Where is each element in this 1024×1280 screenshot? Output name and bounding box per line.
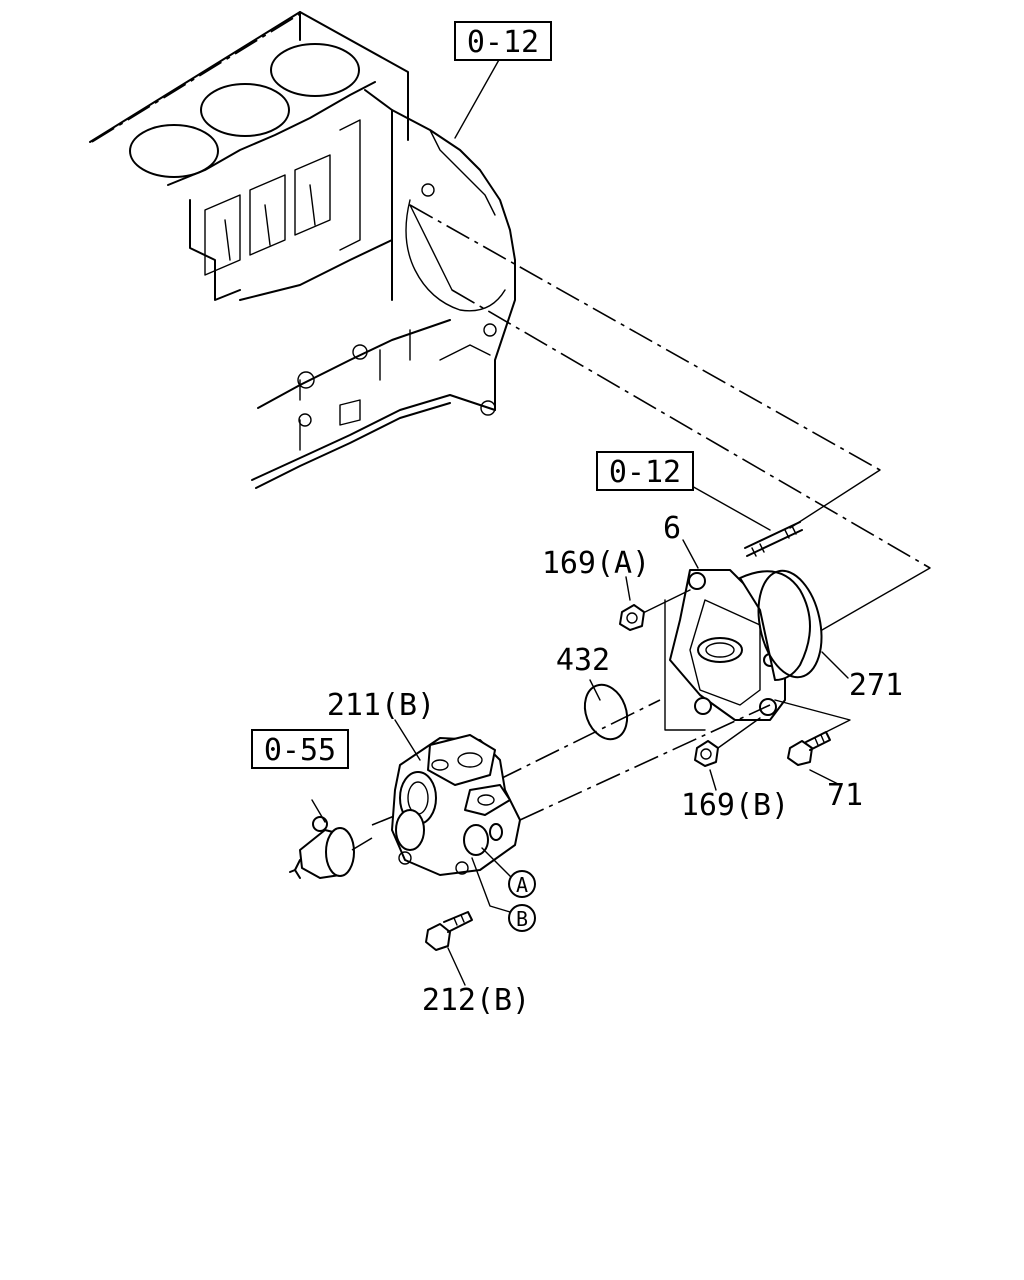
thermostat-drawing	[289, 799, 373, 879]
thermostat-housing-drawing	[391, 734, 521, 876]
marker-b: B	[508, 904, 536, 932]
reference-box-top: 0-12	[454, 21, 552, 61]
callout-271: 271	[849, 668, 903, 703]
callout-212b: 212(B)	[422, 983, 530, 1018]
callout-211b: 211(B)	[327, 688, 435, 723]
callout-6: 6	[663, 511, 681, 546]
marker-a-label: A	[516, 873, 528, 897]
nut-drawing	[619, 589, 691, 631]
plug-drawing	[583, 679, 629, 741]
callout-71: 71	[827, 778, 863, 813]
marker-a: A	[508, 870, 536, 898]
reference-box-top-label: 0-12	[467, 25, 539, 60]
nut-drawing	[694, 717, 761, 767]
stud-drawing	[744, 521, 803, 557]
callout-169b: 169(B)	[681, 788, 789, 823]
reference-box-middle-label: 0-12	[609, 455, 681, 490]
bolt-drawing	[774, 699, 851, 786]
callout-432: 432	[556, 643, 610, 678]
marker-b-label: B	[516, 907, 528, 931]
water-pump-drawing	[664, 569, 823, 731]
bolt-drawing	[425, 911, 473, 986]
callout-169a: 169(A)	[542, 546, 650, 581]
reference-box-thermostat-label: 0-55	[264, 733, 336, 768]
engine-block-drawing	[89, 11, 931, 569]
reference-box-thermostat: 0-55	[251, 729, 349, 769]
o-ring-drawing	[463, 823, 513, 913]
reference-box-middle: 0-12	[596, 451, 694, 491]
